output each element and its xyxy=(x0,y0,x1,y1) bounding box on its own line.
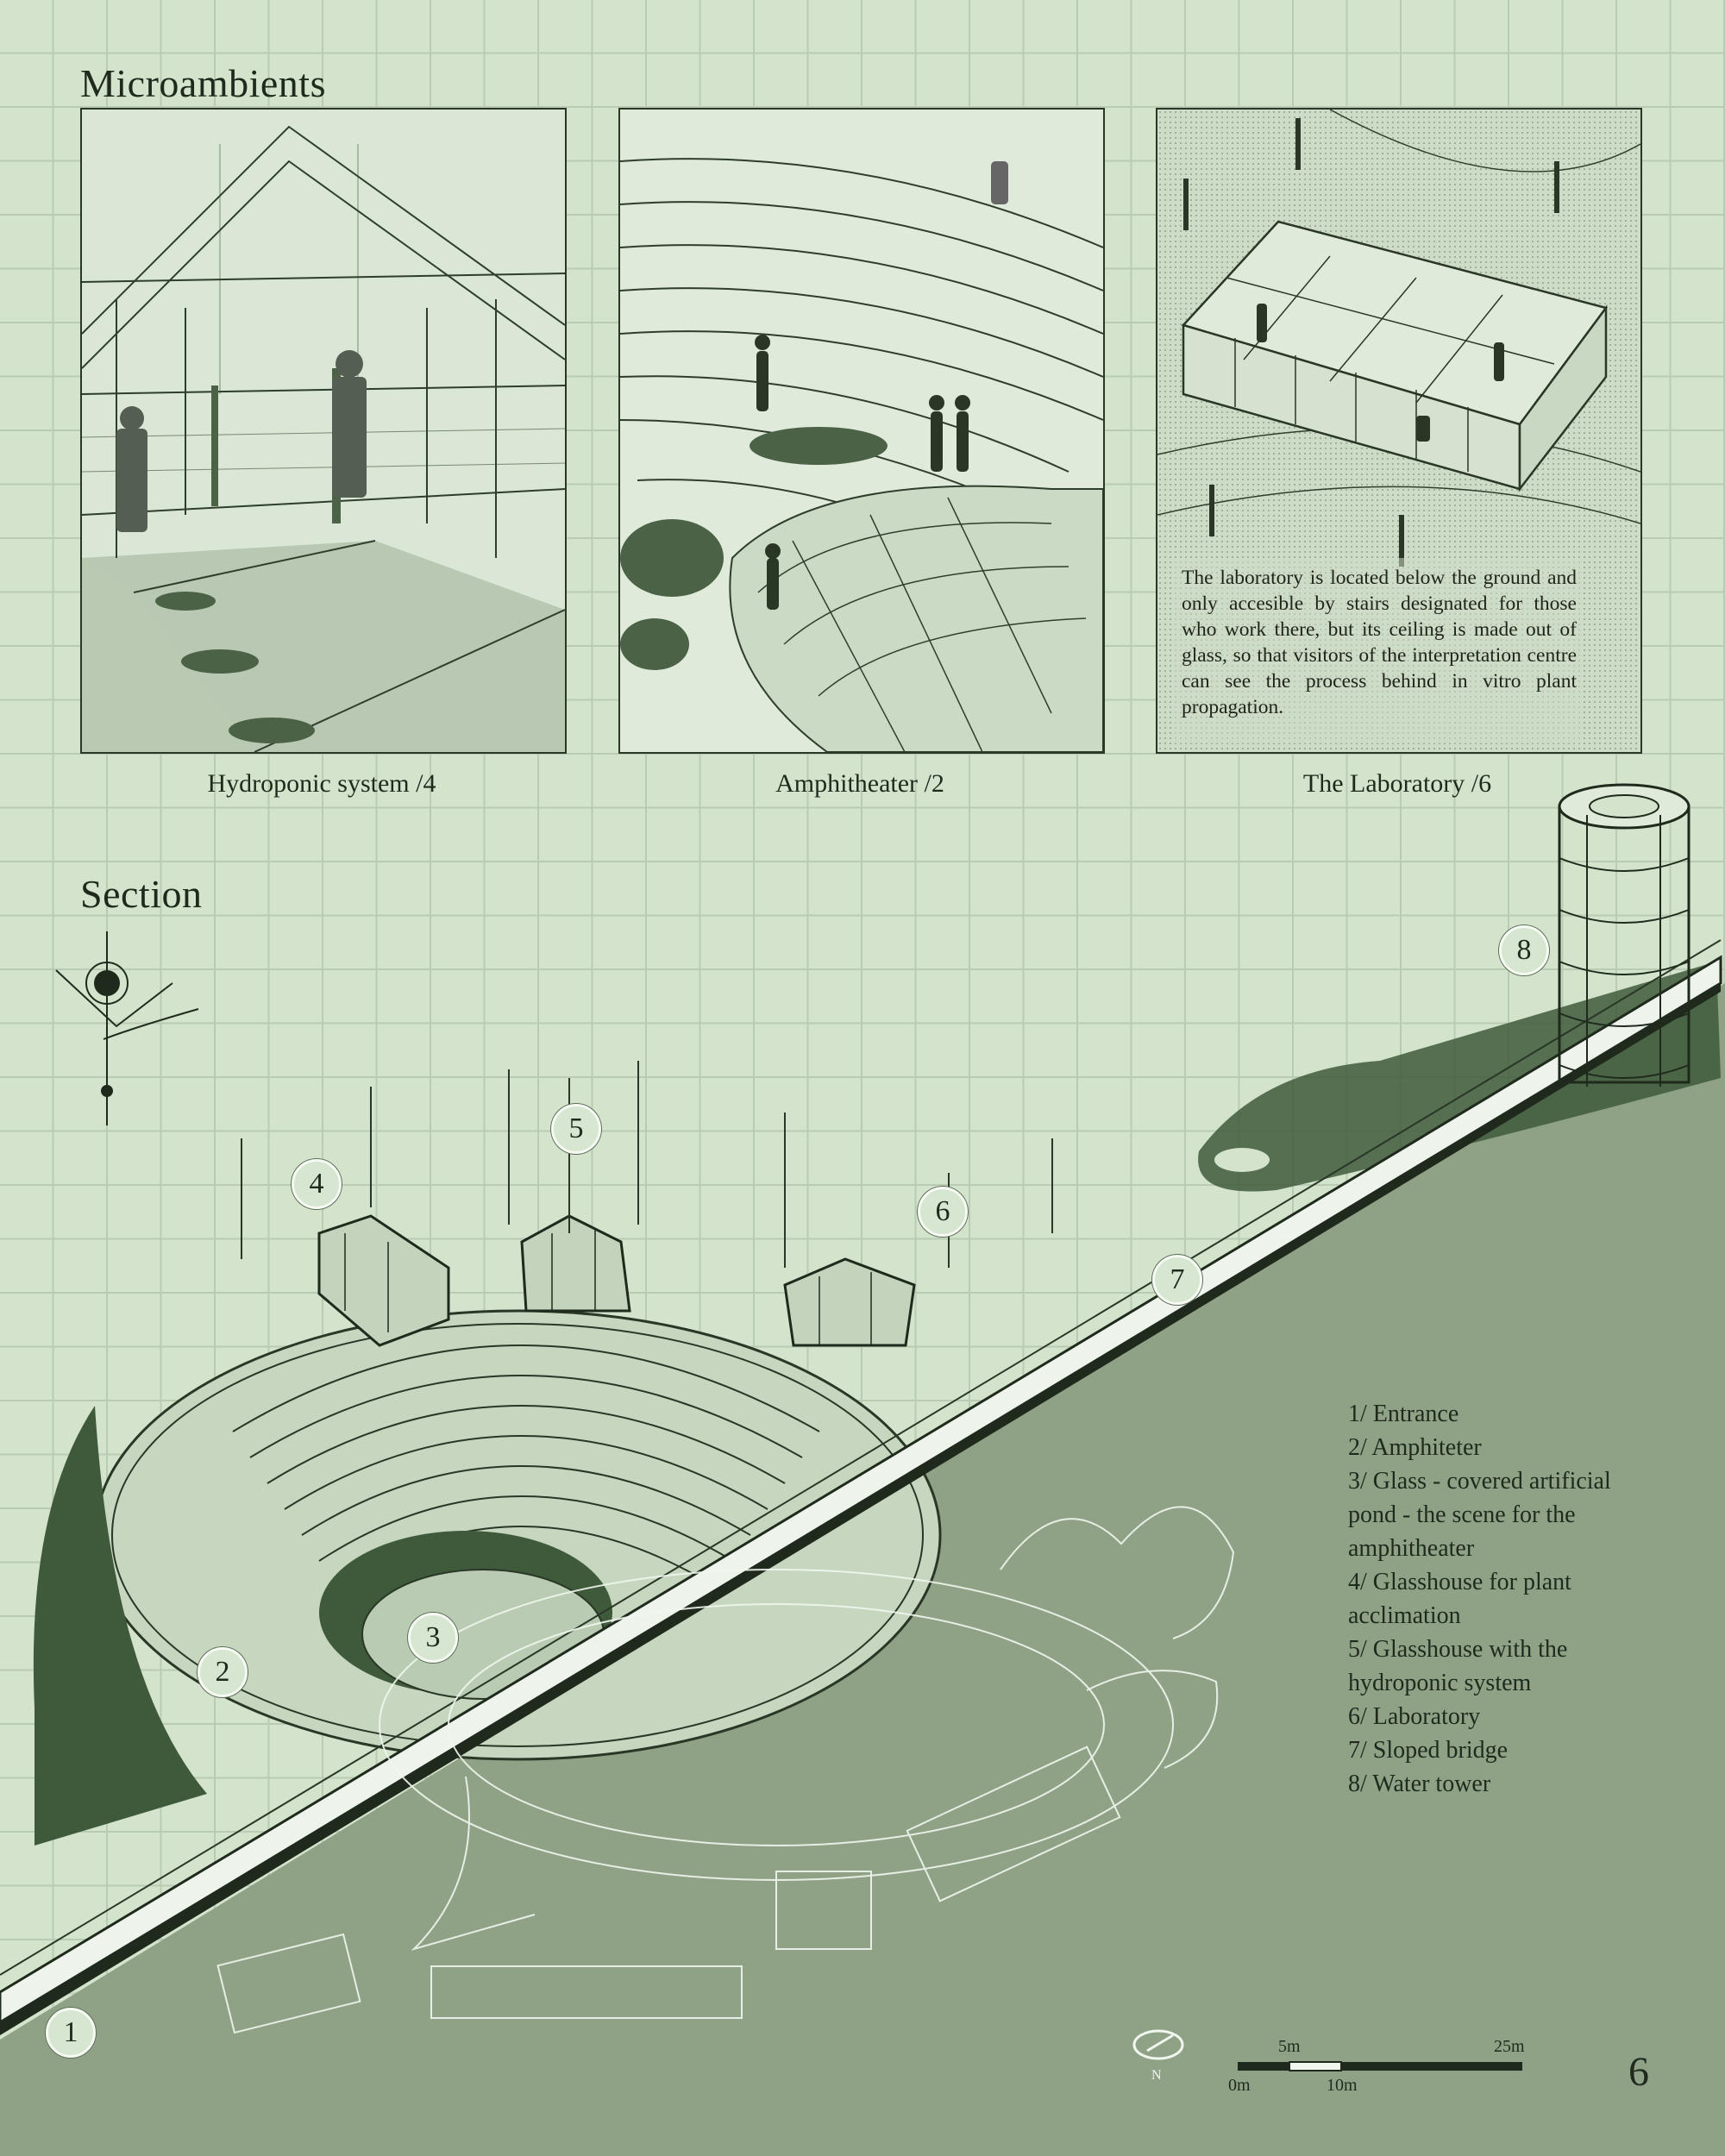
microambients-heading: Microambients xyxy=(80,61,326,105)
laboratory-caption: The Laboratory /6 xyxy=(1302,769,1492,798)
scale-label-25m: 25m xyxy=(1494,2037,1525,2056)
section-heading: Section xyxy=(80,872,203,916)
amphitheater-illustration xyxy=(620,110,1103,752)
hydroponic-panel xyxy=(80,108,567,754)
marker-acclimation-glasshouse: 4 xyxy=(292,1159,342,1209)
page-number: 6 xyxy=(1628,2049,1649,2095)
legend-item: 7/ Sloped bridge xyxy=(1348,1737,1509,1764)
marker-water-tower: 8 xyxy=(1499,925,1549,975)
legend-item: 6/ Laboratory xyxy=(1348,1703,1481,1730)
north-label: N xyxy=(1151,2068,1162,2083)
laboratory-panel xyxy=(1156,108,1642,754)
legend-item: 3/ Glass - covered artificial pond - the… xyxy=(1348,1468,1611,1562)
legend-item: 8/ Water tower xyxy=(1348,1771,1491,1797)
scale-label-10m: 10m xyxy=(1327,2076,1358,2095)
amphitheater-caption: Amphitheater /2 xyxy=(775,769,944,798)
legend: 1/ Entrance 2/ Amphiteter 3/ Glass - cov… xyxy=(1348,1397,1633,1801)
hydroponic-caption: Hydroponic system /4 xyxy=(207,769,436,798)
marker-laboratory: 6 xyxy=(918,1187,968,1237)
legend-item: 5/ Glasshouse with the hydroponic system xyxy=(1348,1636,1568,1696)
hydroponic-illustration xyxy=(82,110,565,752)
laboratory-description: The laboratory is located below the grou… xyxy=(1182,567,1577,718)
marker-hydroponic-glasshouse: 5 xyxy=(551,1104,601,1154)
marker-amphitheater: 2 xyxy=(198,1647,248,1697)
legend-item: 2/ Amphiteter xyxy=(1348,1434,1482,1461)
marker-pond: 3 xyxy=(408,1613,458,1663)
legend-item: 4/ Glasshouse for plant acclimation xyxy=(1348,1569,1571,1629)
scale-label-0m: 0m xyxy=(1228,2076,1251,2095)
marker-entrance: 1 xyxy=(46,2008,96,2058)
scale-label-5m: 5m xyxy=(1278,2037,1301,2056)
legend-item: 1/ Entrance xyxy=(1348,1401,1459,1427)
amphitheater-panel xyxy=(618,108,1105,754)
marker-sloped-bridge: 7 xyxy=(1152,1255,1202,1305)
